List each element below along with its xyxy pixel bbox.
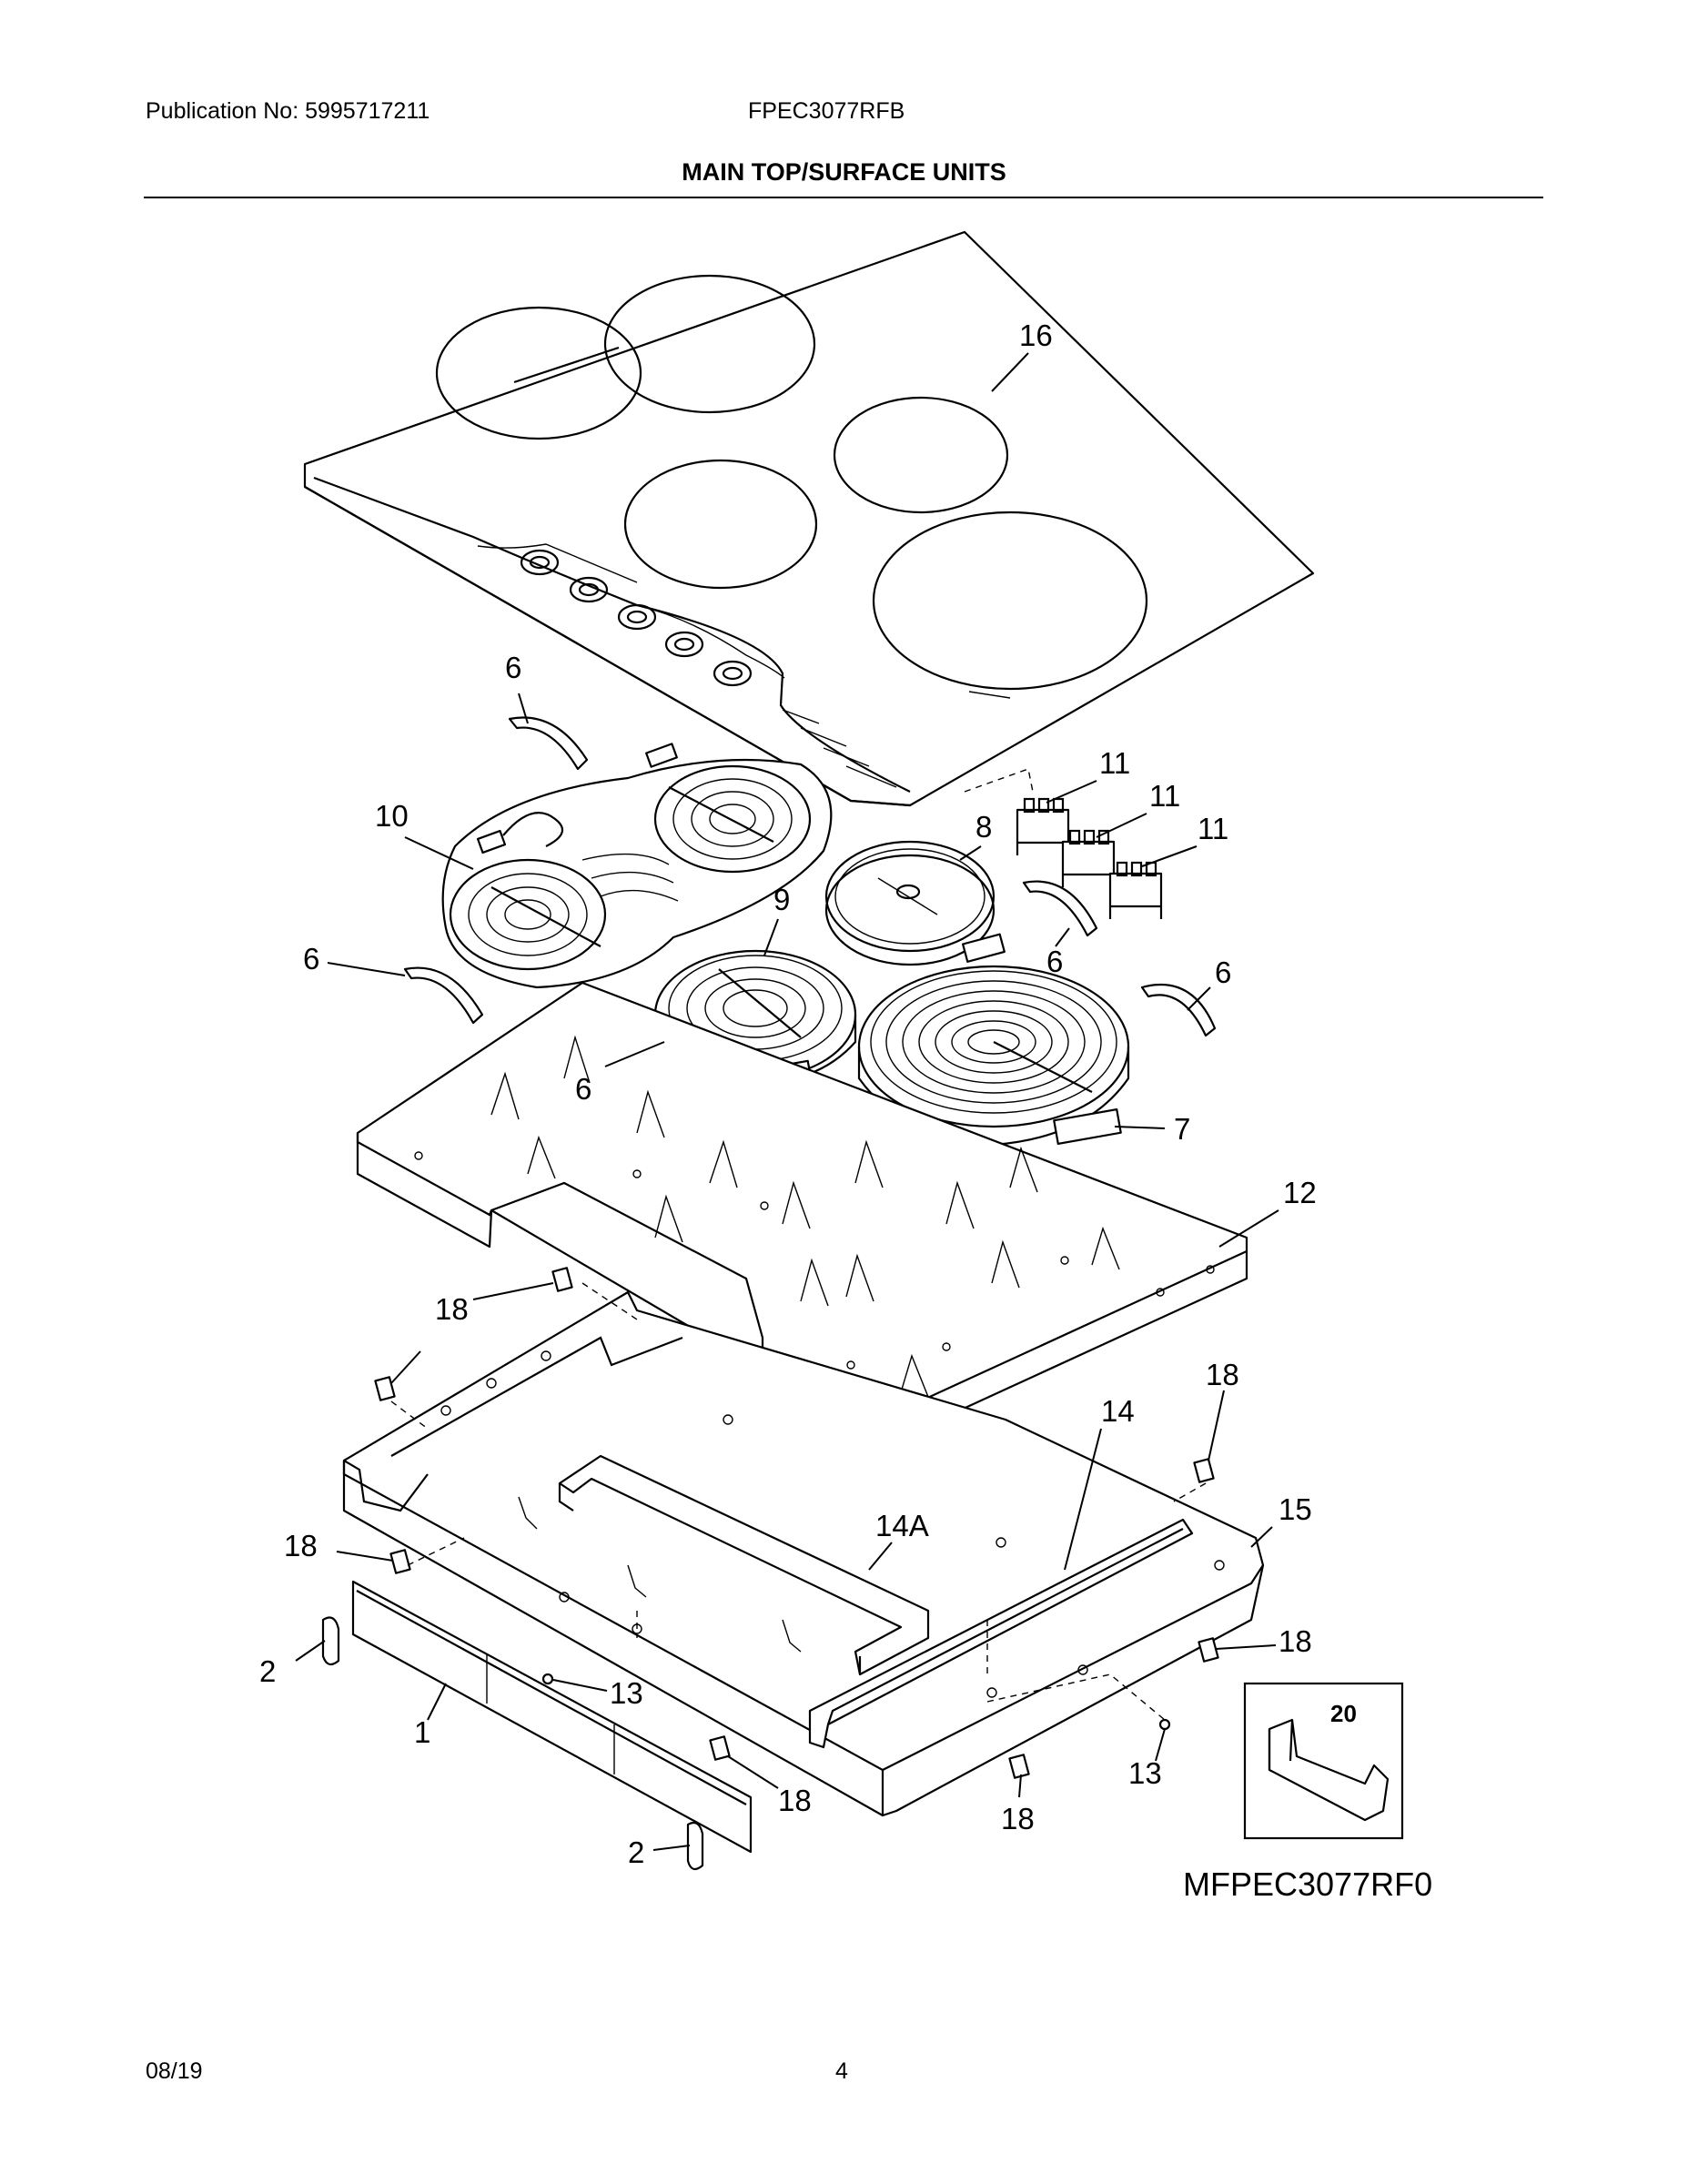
screw-part-13a — [541, 1673, 554, 1685]
fastener-part-18a — [551, 1267, 573, 1292]
channel-bracket-part-14 — [808, 1518, 1194, 1749]
callout-6: 6 — [1046, 945, 1063, 978]
model-number: FPEC3077RFB — [748, 98, 905, 124]
terminal-block-part-11a — [1016, 797, 1070, 855]
front-trim-part-1 — [351, 1580, 753, 1854]
callout-10: 10 — [375, 799, 409, 833]
title-rule — [144, 197, 1543, 198]
callout-14: 14 — [1101, 1394, 1135, 1428]
surface-element-part-8 — [824, 840, 1006, 966]
diagram-reference-code: MFPEC3077RF0 — [1183, 1866, 1433, 1903]
callout-18: 18 — [284, 1529, 318, 1562]
end-cap-part-2b — [686, 1821, 704, 1871]
clip-part-6c — [403, 966, 484, 1025]
pan-holes — [414, 1151, 1215, 1370]
callout-7: 7 — [1174, 1112, 1190, 1146]
callout-11: 11 — [1099, 746, 1130, 780]
callout-13: 13 — [1128, 1756, 1162, 1790]
callout-2: 2 — [259, 1654, 276, 1688]
section-title: MAIN TOP/SURFACE UNITS — [682, 158, 1006, 186]
terminal-block-part-11b — [1061, 829, 1116, 887]
callout-2: 2 — [628, 1835, 644, 1869]
fastener-part-18e — [1198, 1637, 1219, 1663]
fastener-part-18d — [389, 1549, 411, 1574]
glass-cooktop-part-16 — [303, 230, 1315, 807]
publication-date: 08/19 — [146, 2058, 203, 2084]
element-support-pan-part-12 — [356, 981, 1248, 1444]
callout-11: 11 — [1198, 812, 1228, 845]
page-number: 4 — [835, 2058, 848, 2084]
callout-18: 18 — [1206, 1358, 1239, 1391]
callout-16: 16 — [1019, 318, 1053, 352]
callout-labels: 16 6 10 11 11 11 8 9 6 6 6 6 7 12 18 18 … — [259, 318, 1357, 1869]
clip-part-6b — [1022, 880, 1098, 937]
callout-6: 6 — [575, 1072, 591, 1106]
fastener-part-18g — [1008, 1754, 1030, 1779]
publication-number: Publication No: 5995717211 — [146, 98, 430, 124]
callout-12: 12 — [1283, 1176, 1317, 1209]
end-cap-part-2a — [321, 1616, 340, 1666]
callout-18: 18 — [435, 1292, 469, 1326]
surface-element-part-7 — [857, 965, 1130, 1147]
pan-support-tabs — [490, 1035, 1120, 1398]
dual-surface-element-part-10 — [441, 743, 833, 989]
terminal-block-part-11c — [1108, 861, 1163, 919]
leader-lines — [295, 352, 1279, 1851]
callout-20: 20 — [1330, 1700, 1357, 1727]
callout-13: 13 — [610, 1676, 643, 1710]
callout-11: 11 — [1149, 779, 1180, 813]
frame-holes — [440, 1350, 1225, 1698]
callout-14A: 14A — [875, 1509, 929, 1542]
callout-18: 18 — [778, 1784, 812, 1817]
clip-part-6d — [1140, 983, 1217, 1037]
callout-6: 6 — [303, 942, 319, 976]
clip-part-6a — [508, 716, 589, 771]
callout-6: 6 — [505, 651, 521, 684]
channel-bracket-part-14A — [558, 1454, 930, 1676]
callout-9: 9 — [773, 883, 790, 916]
screw-part-13b — [1158, 1718, 1171, 1731]
callout-18: 18 — [1001, 1802, 1035, 1835]
inset-part-20 — [1243, 1682, 1404, 1840]
callout-15: 15 — [1279, 1492, 1312, 1526]
control-knob-openings — [520, 549, 753, 687]
callout-8: 8 — [975, 810, 992, 844]
callout-18: 18 — [1279, 1624, 1312, 1658]
fastener-part-18c — [1193, 1458, 1215, 1483]
fastener-part-18b — [374, 1376, 396, 1401]
fastener-part-18f — [709, 1735, 731, 1761]
callout-6: 6 — [1215, 956, 1231, 989]
callout-1: 1 — [414, 1715, 430, 1749]
